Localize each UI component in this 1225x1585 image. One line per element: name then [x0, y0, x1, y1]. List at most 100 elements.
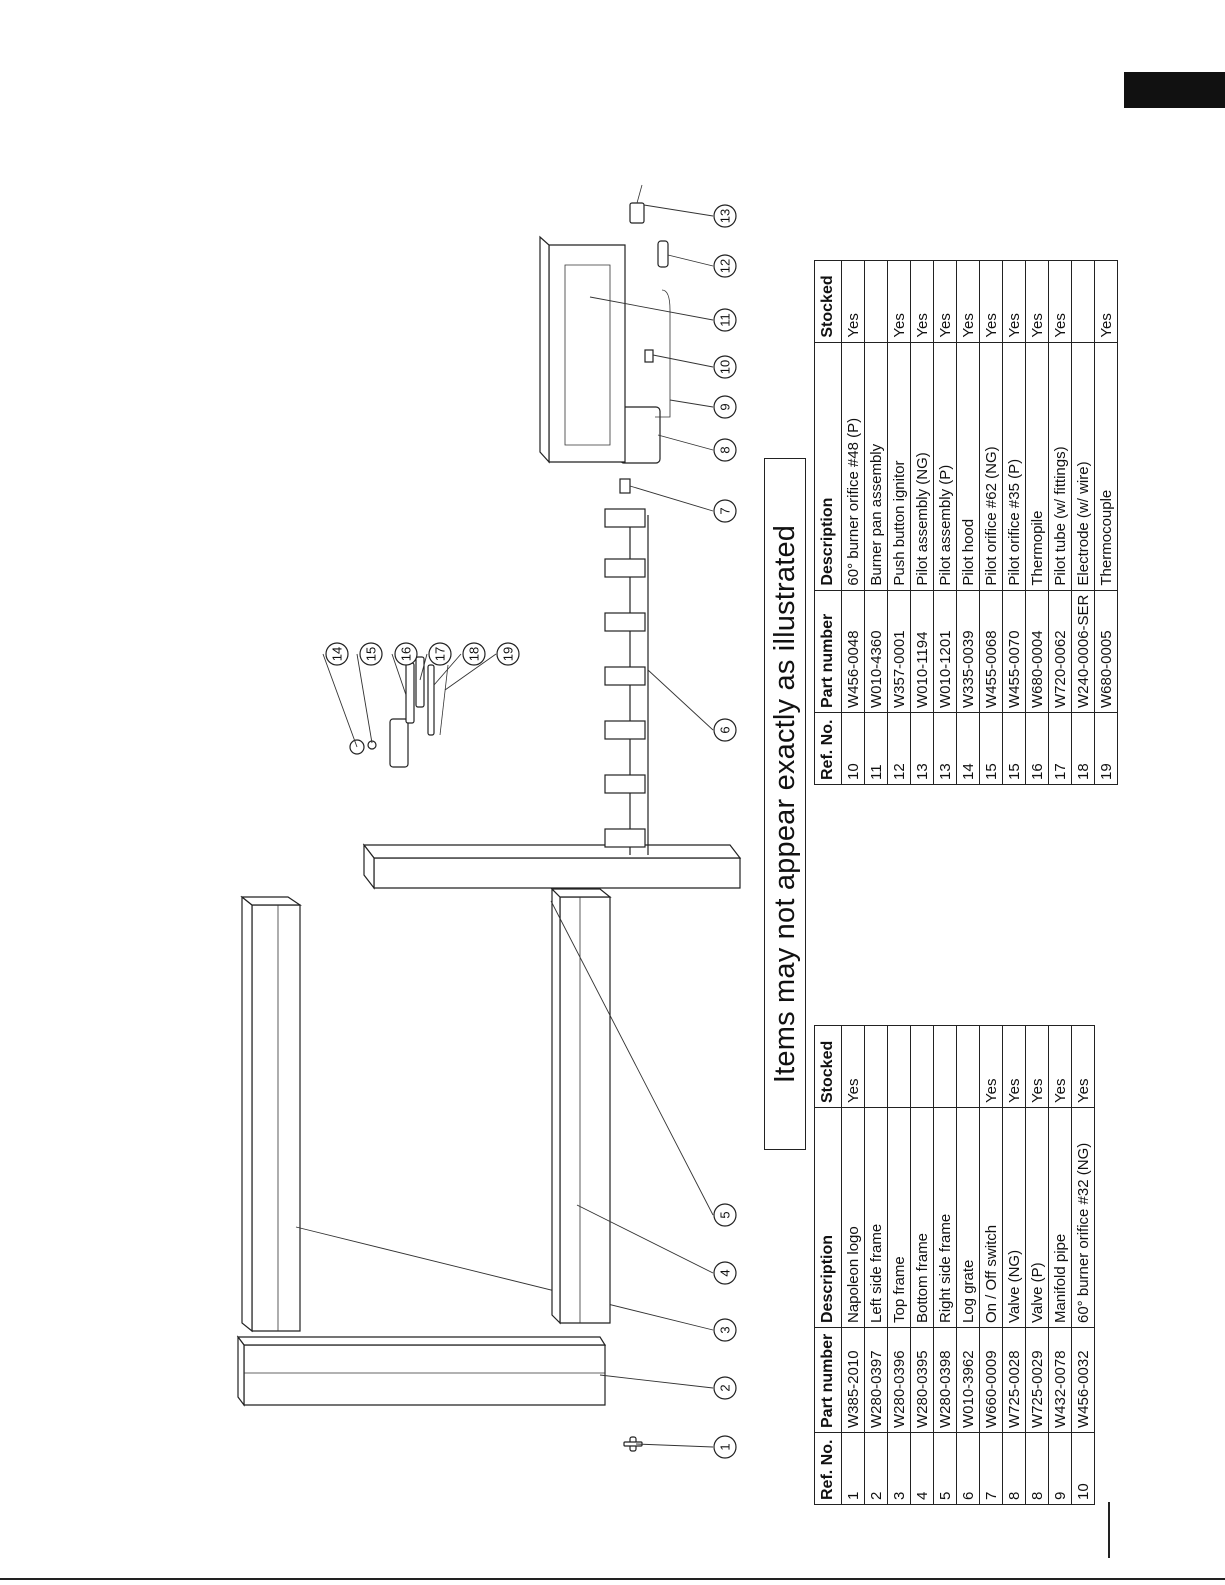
log-grate-part	[604, 508, 714, 855]
stocked-cell: Yes	[933, 260, 957, 343]
part-number-cell: W010-1201	[933, 590, 957, 713]
callout-19: 19	[496, 642, 520, 666]
callout-2: 2	[713, 1376, 737, 1400]
part-number-cell: W720-0062	[1048, 590, 1072, 713]
part-number-cell: W385-2010	[841, 1327, 865, 1433]
callout-6: 6	[713, 718, 737, 742]
description-cell: Electrode (w/ wire)	[1071, 342, 1095, 591]
svg-text:13: 13	[718, 209, 733, 223]
ref-cell: 14	[956, 712, 980, 785]
ref-cell: 2	[864, 1432, 888, 1505]
description-cell: Napoleon logo	[841, 1107, 865, 1328]
section-tab	[1124, 72, 1225, 108]
stocked-cell	[887, 1025, 911, 1108]
description-cell: Left side frame	[864, 1107, 888, 1328]
svg-text:2: 2	[718, 1384, 733, 1391]
stocked-cell: Yes	[1048, 1025, 1072, 1108]
ref-header: Ref. No.	[814, 1432, 842, 1505]
svg-text:17: 17	[433, 647, 448, 661]
svg-text:5: 5	[718, 1211, 733, 1218]
stocked-header: Stocked	[814, 1025, 842, 1108]
callout-7: 7	[713, 499, 737, 523]
description-header: Description	[814, 1107, 842, 1328]
part-number-cell: W010-3962	[956, 1327, 980, 1433]
table-header-row: Ref. No. Part number Description Stocked	[814, 1025, 842, 1505]
part-number-cell: W280-0398	[933, 1327, 957, 1433]
stocked-cell	[933, 1025, 957, 1108]
svg-text:15: 15	[364, 647, 379, 661]
part-number-cell: W725-0028	[1002, 1327, 1026, 1433]
ref-cell: 7	[979, 1432, 1003, 1505]
description-cell: Pilot orifice #35 (P)	[1002, 342, 1026, 591]
callout-4: 4	[713, 1261, 737, 1285]
part-number-header: Part number	[814, 1327, 842, 1433]
ref-cell: 19	[1094, 712, 1118, 785]
callout-17: 17	[428, 642, 452, 666]
left-side-frame-part	[236, 1335, 714, 1407]
svg-text:6: 6	[718, 726, 733, 733]
ref-cell: 15	[1002, 712, 1026, 785]
callout-3: 3	[713, 1318, 737, 1342]
description-cell: Thermopile	[1025, 342, 1049, 591]
exploded-parts-diagram: 1 2 3 4 5 6 7 8 9 10 11 12 13 14 15 16 1…	[236, 184, 742, 1459]
part-number-header: Part number	[814, 590, 842, 713]
stocked-cell	[1071, 260, 1095, 343]
callout-9: 9	[713, 395, 737, 419]
ref-cell: 16	[1025, 712, 1049, 785]
part-number-cell: W280-0396	[887, 1327, 911, 1433]
pilot-assembly-part	[629, 184, 714, 224]
stocked-cell: Yes	[979, 1025, 1003, 1108]
svg-text:8: 8	[718, 446, 733, 453]
part-number-cell: W725-0029	[1025, 1327, 1049, 1433]
part-number-cell: W240-0006-SER	[1071, 590, 1095, 713]
description-cell: Pilot hood	[956, 342, 980, 591]
description-cell: Valve (NG)	[1002, 1107, 1026, 1328]
stocked-cell: Yes	[1002, 1025, 1026, 1108]
stocked-cell: Yes	[1025, 1025, 1049, 1108]
svg-text:11: 11	[718, 313, 733, 327]
part-number-cell: W456-0032	[1071, 1327, 1095, 1433]
stocked-cell: Yes	[841, 1025, 865, 1108]
description-cell: Pilot assembly (NG)	[910, 342, 934, 591]
burner-orifice-part	[644, 349, 714, 368]
ref-header: Ref. No.	[814, 712, 842, 785]
parts-table-left: Ref. No. Part number Description Stocked…	[814, 1025, 1095, 1505]
ref-cell: 9	[1048, 1432, 1072, 1505]
stocked-cell: Yes	[1094, 260, 1118, 343]
ref-cell: 4	[910, 1432, 934, 1505]
ref-cell: 1	[841, 1432, 865, 1505]
stocked-cell	[864, 1025, 888, 1108]
margin-mark	[1108, 1502, 1110, 1558]
description-cell: Top frame	[887, 1107, 911, 1328]
description-cell: 60° burner orifice #48 (P)	[841, 342, 865, 591]
stocked-cell: Yes	[1002, 260, 1026, 343]
ref-cell: 8	[1002, 1432, 1026, 1505]
stocked-cell	[864, 260, 888, 343]
bottom-frame-part	[550, 887, 714, 1325]
stocked-cell: Yes	[956, 260, 980, 343]
description-cell: Bottom frame	[910, 1107, 934, 1328]
svg-text:3: 3	[718, 1326, 733, 1333]
callout-16: 16	[394, 642, 418, 666]
callout-13: 13	[713, 204, 737, 228]
ref-cell: 12	[887, 712, 911, 785]
burner-pan-part	[539, 235, 714, 464]
disclaimer-banner: Items may not appear exactly as illustra…	[764, 458, 806, 1150]
disclaimer-text: Items may not appear exactly as illustra…	[768, 524, 801, 1084]
top-frame-part	[240, 895, 714, 1333]
ref-cell: 10	[841, 712, 865, 785]
callout-1: 1	[713, 1435, 737, 1459]
part-number-cell: W280-0395	[910, 1327, 934, 1433]
